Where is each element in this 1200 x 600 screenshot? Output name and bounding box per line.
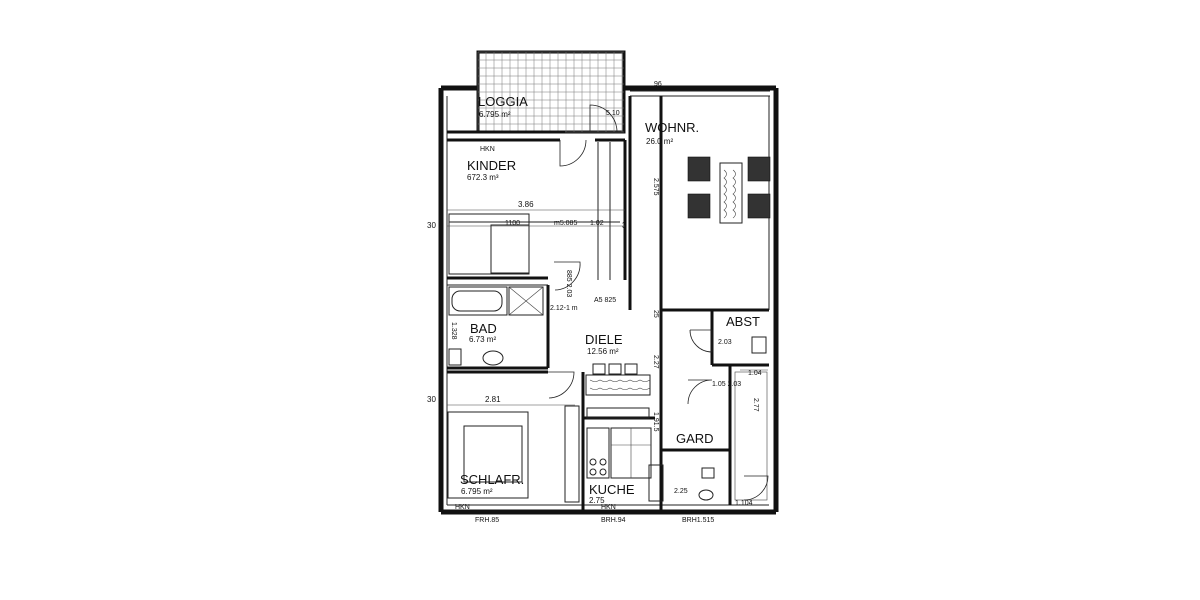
wohnr-area: 26.0 m²: [646, 137, 673, 146]
loggia-tiles: [477, 51, 624, 133]
outer-walls: [438, 85, 779, 515]
diele-name: DIELE: [585, 332, 623, 347]
kinder-hkn: HKN: [480, 146, 495, 153]
loggia-name: LOGGIA: [478, 94, 528, 109]
top-96-dim: 96: [654, 81, 662, 88]
bad-room: BAD 6.73 m² 1.328: [447, 285, 550, 370]
bad-name: BAD: [470, 321, 497, 336]
kinder-room: KINDER 672.3 m³ 3.86 1100 m5.085 1.02 HK…: [447, 138, 627, 286]
loggia-door-dim: 5.10: [606, 110, 620, 117]
gard-name: GARD: [676, 431, 714, 446]
loggia-room: LOGGIA 6.795 m² 5.10: [447, 50, 626, 134]
diele-area: 12.56 m²: [587, 347, 619, 356]
kuche-vertical-dim: 1.91.5: [652, 412, 659, 432]
door-212-dim: 2.12-1 m: [550, 305, 578, 312]
diele-room: DIELE 12.56 m² 885 2.03 A5 825 2.12-1 m …: [548, 261, 659, 399]
schlafr-name: SCHLAFR.: [460, 472, 524, 487]
wall-left-top-dim: 30: [427, 221, 436, 230]
wall-right-top-dim: 3: [622, 221, 627, 230]
diele-table: [585, 363, 651, 396]
bad-area: 6.73 m²: [469, 335, 496, 344]
wohnr-room: WOHNR. 26.0 m² 2.575 25: [628, 96, 771, 510]
mid-25-dim: 25: [652, 310, 659, 318]
gard-103-dim: 1.05 2.03: [712, 381, 741, 388]
gard-room: GARD 1.05 2.03 1.04 2.77 1.104 2.25: [661, 365, 769, 507]
kinder-area: 672.3 m³: [467, 173, 499, 182]
diele-vertical-dim: 2.27: [652, 355, 659, 369]
kuche-hkn: HKN: [601, 504, 616, 511]
schlafr-width-dim: 2.81: [485, 395, 501, 404]
kinder-seg2-dim: m5.085: [554, 220, 577, 227]
schlafr-area: 6.795 m²: [461, 487, 493, 496]
wc-1104-dim: 1.104: [735, 500, 753, 507]
kuche-area: 2.75: [589, 496, 605, 505]
wall-left-bottom-dim: 30: [427, 395, 436, 404]
loggia-area: 6.795 m²: [479, 110, 511, 119]
brh-left-label: FRH.85: [475, 517, 499, 524]
dining-table: [687, 156, 771, 224]
wc-225-dim: 2.25: [674, 488, 688, 495]
kuche-room: KUCHE 2.75 HKN 1.91.5: [581, 372, 664, 511]
kinder-width-dim: 3.86: [518, 200, 534, 209]
schlafr-room: 2.81 SCHLAFR. 6.795 m² HKN: [447, 370, 580, 511]
wc-103-dim: 1.04: [748, 370, 762, 377]
wohnr-name: WOHNR.: [645, 120, 699, 135]
kinder-seg1-dim: 1100: [505, 220, 520, 227]
abst-room: ABST 2.03: [689, 310, 769, 367]
kinder-name: KINDER: [467, 158, 516, 173]
kuche-name: KUCHE: [589, 482, 635, 497]
abst-name: ABST: [726, 314, 760, 329]
gard-side-dim: 2.77: [752, 398, 759, 412]
door-a5-dim: A5 825: [594, 297, 616, 304]
wohn-vertical-dim: 2.575: [652, 178, 659, 196]
bad-left-dim: 1.328: [450, 322, 457, 340]
kinder-seg3-dim: 1.02: [590, 220, 604, 227]
schlafr-hkn: HKN: [455, 504, 470, 511]
abst-203-dim: 2.03: [718, 339, 732, 346]
brh-right-label: BRH1.515: [682, 517, 714, 524]
brh-mid-label: BRH.94: [601, 517, 626, 524]
door-885-dim: 885 2.03: [565, 270, 572, 297]
